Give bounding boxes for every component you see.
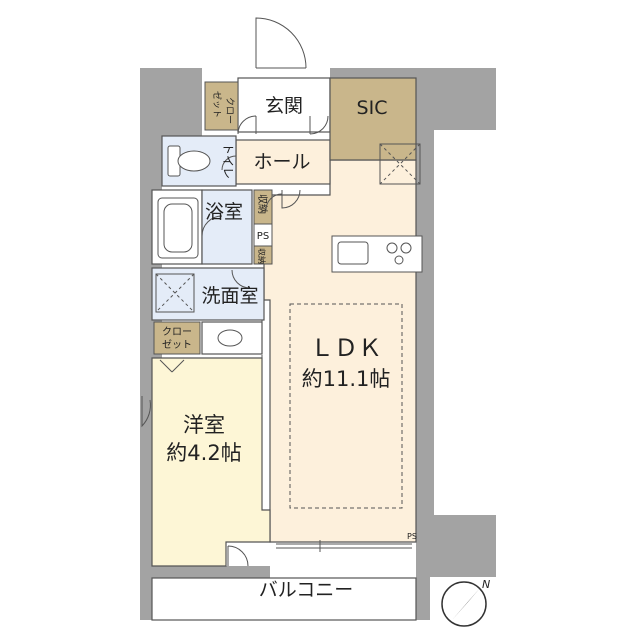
ldk-dashed-area xyxy=(289,303,403,509)
doors xyxy=(141,16,412,567)
bathtub-icon xyxy=(157,197,199,259)
ps-2-label: PS xyxy=(407,532,417,541)
hall-floor xyxy=(235,139,331,185)
hall-label: ホール xyxy=(253,151,310,173)
bath-label: 浴室 xyxy=(205,201,243,223)
washer-pan-icon xyxy=(155,273,195,313)
shower-drain-icon xyxy=(379,143,421,185)
genkan-label: 玄関 xyxy=(265,95,303,117)
storage-1-label: 収納 xyxy=(256,194,269,214)
closet-top-floor xyxy=(204,81,239,131)
balcony-label: バルコニー xyxy=(259,579,354,601)
closet-mid-label-2: ゼット xyxy=(162,339,192,351)
kitchen-counter-icon xyxy=(331,235,423,273)
floors xyxy=(151,77,417,621)
ldk-size-label: 約11.1帖 xyxy=(302,367,391,391)
labels: 玄関 SIC クロー ゼット トイレ ホール 収納 浴室 PS 収納 洗面室 ク… xyxy=(162,91,417,601)
washbasin-counter xyxy=(201,321,263,355)
closet-top-label-2: ゼット xyxy=(211,91,223,118)
toilet-label: トイレ xyxy=(221,143,235,179)
sic-floor xyxy=(329,77,417,161)
ps-1-label: PS xyxy=(257,231,269,242)
closet-top-label-1: クロー xyxy=(224,97,235,124)
storage-2-label: 収納 xyxy=(257,248,267,264)
genkan-floor xyxy=(237,77,331,133)
fixtures xyxy=(155,143,423,509)
closet-mid-floor xyxy=(153,321,201,355)
washbasin-icon xyxy=(217,329,243,347)
sic-label: SIC xyxy=(357,97,388,119)
compass-north-label: N xyxy=(482,578,490,591)
western-name-label: 洋室 xyxy=(183,413,225,437)
balcony-floor xyxy=(151,577,417,621)
western-floor xyxy=(151,357,271,567)
toilet-bowl-icon xyxy=(167,145,211,177)
closet-mid-label-1: クロー xyxy=(162,326,192,338)
washroom-floor xyxy=(151,267,265,321)
washroom-label: 洗面室 xyxy=(201,285,258,307)
ldk-name-label: ＬＤＫ xyxy=(310,334,382,362)
storage-2-floor xyxy=(253,245,273,265)
western-size-label: 約4.2帖 xyxy=(166,441,241,465)
compass-icon: N xyxy=(441,578,490,627)
